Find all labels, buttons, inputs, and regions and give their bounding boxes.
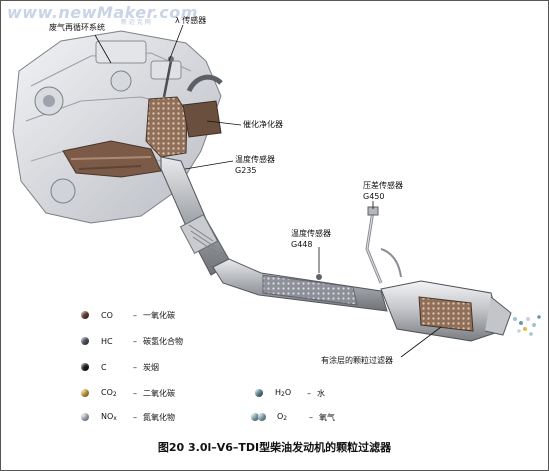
- exhaust-downpipe: [160, 156, 232, 276]
- nox-molecule-icon: [81, 413, 89, 421]
- label-temp-sensor-2: 温度传感器: [291, 229, 331, 238]
- legend-meaning: 炭烟: [143, 362, 159, 372]
- legend-symbol: C: [101, 362, 107, 372]
- co-molecule-icon: [81, 311, 89, 319]
- label-temp-sensor-1: 温度传感器: [235, 155, 275, 164]
- label-lambda-sensor: λ 传感器: [175, 16, 207, 25]
- legend-item-co: CO – 一氧化碳: [81, 308, 175, 322]
- label-egr-system: 废气再循环系统: [49, 23, 105, 32]
- leader-lines: [94, 24, 442, 358]
- legend-item-hc: HC – 碳氢化合物: [81, 334, 183, 348]
- particulate-filter: [380, 280, 512, 342]
- exhaust-pipe: [212, 258, 388, 312]
- legend-meaning: 氧气: [319, 412, 335, 422]
- legend-item-nox: NOx – 氮氧化物: [81, 410, 175, 424]
- watermark-brand: www.newMaker.com: [7, 3, 198, 22]
- label-pressure-sensor-code: G450: [363, 192, 385, 201]
- legend-meaning: 水: [317, 388, 325, 398]
- o2-molecule-icon: [251, 413, 266, 421]
- legend-symbol: CO2: [101, 388, 117, 398]
- legend-item-c: C – 炭烟: [81, 360, 159, 374]
- legend-item-o2: O2 – 氧气: [251, 410, 335, 424]
- exhaust-system-illustration: [12, 24, 541, 358]
- watermark-tagline: 新 迈 克 网: [121, 19, 151, 26]
- label-temp-sensor-2-code: G448: [291, 240, 313, 249]
- legend-item-co2: CO2 – 二氧化碳: [81, 386, 175, 400]
- label-particulate-filter: 有涂层的颗粒过滤器: [321, 356, 393, 365]
- legend-symbol: CO: [101, 310, 113, 320]
- legend-meaning: 一氧化碳: [143, 310, 175, 320]
- hc-molecule-icon: [81, 337, 89, 345]
- legend-meaning: 二氧化碳: [143, 388, 175, 398]
- label-temp-sensor-1-code: G235: [235, 166, 257, 175]
- catalytic-converter: [145, 74, 223, 158]
- soot-particle-icon: [81, 363, 89, 371]
- label-pressure-sensor: 压差传感器: [363, 181, 403, 190]
- legend-meaning: 碳氢化合物: [143, 336, 183, 346]
- co2-molecule-icon: [81, 389, 89, 397]
- legend-symbol: NOx: [101, 412, 117, 422]
- legend-symbol: H2O: [275, 388, 292, 398]
- exhaust-manifold: [62, 140, 162, 178]
- label-catalytic-converter: 催化净化器: [243, 120, 283, 129]
- legend-symbol: HC: [101, 336, 113, 346]
- exhaust-particles: [513, 315, 541, 336]
- h2o-molecule-icon: [255, 389, 263, 397]
- figure-caption: 图20 3.0l–V6–TDI型柴油发动机的颗粒过滤器: [157, 441, 392, 454]
- legend-symbol: O2: [277, 412, 288, 422]
- pressure-sensor-lines: [316, 206, 402, 284]
- legend-item-h2o: H2O – 水: [255, 386, 325, 400]
- legend-meaning: 氮氧化物: [143, 412, 175, 422]
